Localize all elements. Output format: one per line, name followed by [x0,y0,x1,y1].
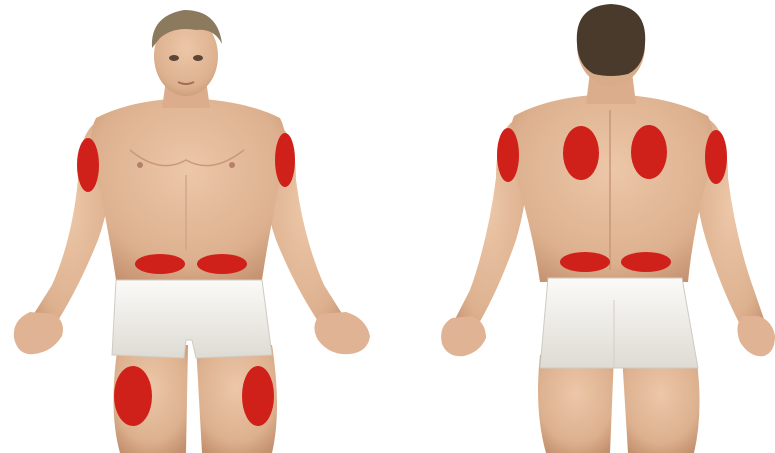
injection-zone-back-left-arm [497,128,519,182]
front-eye-left [169,55,179,61]
injection-zone-front-left-thigh [114,366,152,426]
back-figure [441,4,775,453]
front-torso [91,98,286,280]
front-underwear [112,280,272,358]
front-left-hand [14,312,63,354]
injection-zone-back-lower-right [621,252,671,272]
back-right-hand [737,316,775,356]
injection-zone-back-left-shoulder-blade [563,126,599,180]
front-nipple-left [137,162,143,168]
injection-zone-back-lower-left [560,252,610,272]
back-left-hand [441,316,486,356]
injection-zone-front-right-thigh [242,366,274,426]
back-left-leg [538,355,614,453]
back-right-leg [622,355,700,453]
injection-zone-back-right-shoulder-blade [631,125,667,179]
injection-zone-front-abdomen-left [135,254,185,274]
back-underwear [540,278,698,368]
front-right-hand [314,312,370,354]
back-hair [577,4,645,76]
front-figure [14,10,370,453]
injection-zone-front-abdomen-right [197,254,247,274]
injection-zone-front-right-arm [275,133,295,187]
front-eye-right [193,55,203,61]
injection-zone-front-left-arm [77,138,99,192]
front-nipple-right [229,162,235,168]
injection-zone-back-right-arm [705,130,727,184]
back-torso [510,94,713,282]
